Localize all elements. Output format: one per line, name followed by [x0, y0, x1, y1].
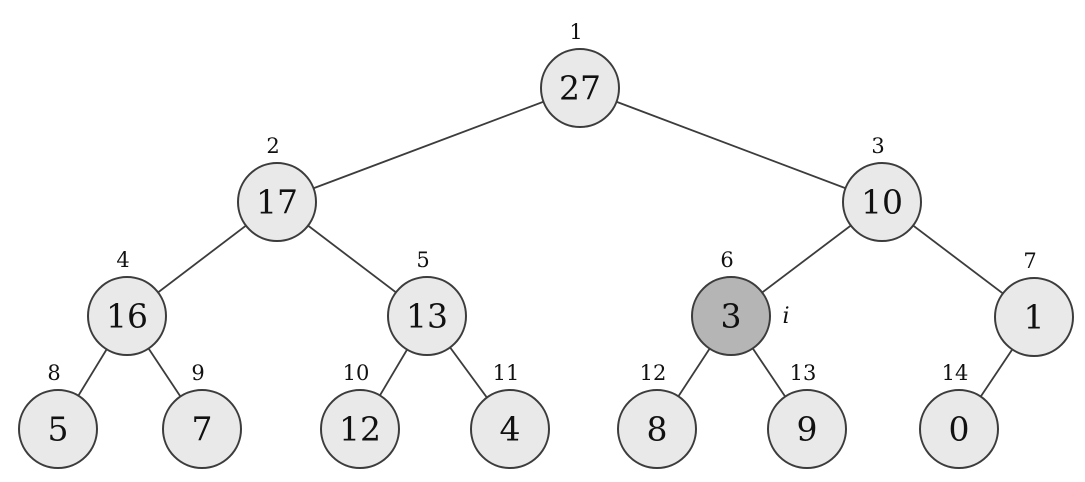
tree-node-14: 0 [919, 389, 999, 469]
tree-node-13-value: 9 [797, 410, 818, 449]
tree-node-7-value: 1 [1024, 298, 1045, 337]
tree-node-2-circle [237, 162, 317, 242]
node-pointer-i-label: i [782, 304, 789, 329]
tree-node-9-index-label: 9 [191, 361, 204, 385]
tree-node-10-index-label: 10 [343, 361, 370, 385]
tree-node-12-index-label: 12 [640, 361, 667, 385]
tree-node-1-index-label: 1 [569, 20, 582, 44]
tree-node-6-circle [691, 276, 771, 356]
tree-node-3-index-label: 3 [871, 134, 884, 158]
tree-node-12-value: 8 [647, 410, 668, 449]
tree-node-4-value: 16 [106, 297, 148, 336]
tree-node-2-index-label: 2 [266, 134, 279, 158]
tree-node-5-value: 13 [406, 297, 448, 336]
tree-node-8: 5 [18, 389, 98, 469]
tree-node-2: 17 [237, 162, 317, 242]
tree-node-8-value: 5 [48, 410, 69, 449]
tree-node-5: 13 [387, 276, 467, 356]
tree-node-8-circle [18, 389, 98, 469]
tree-node-3-value: 10 [861, 183, 903, 222]
tree-node-10-circle [320, 389, 400, 469]
tree-node-8-index-label: 8 [47, 361, 60, 385]
tree-node-6-index-label: 6 [720, 248, 733, 272]
tree-node-5-index-label: 5 [416, 248, 429, 272]
tree-node-9-value: 7 [192, 410, 213, 449]
tree-node-12: 8 [617, 389, 697, 469]
tree-node-13-index-label: 13 [790, 361, 817, 385]
tree-node-3-circle [842, 162, 922, 242]
tree-node-7-circle [994, 277, 1074, 357]
tree-node-11-index-label: 11 [493, 361, 520, 385]
tree-node-11-circle [470, 389, 550, 469]
tree-node-14-circle [919, 389, 999, 469]
tree-node-6-value: 3 [721, 297, 742, 336]
tree-node-4-circle [87, 276, 167, 356]
tree-node-11: 4 [470, 389, 550, 469]
tree-node-6: 3 [691, 276, 771, 356]
tree-node-7: 1 [994, 277, 1074, 357]
tree-node-1-circle [540, 48, 620, 128]
tree-node-5-circle [387, 276, 467, 356]
tree-node-13-circle [767, 389, 847, 469]
tree-node-4-index-label: 4 [116, 248, 129, 272]
tree-node-14-value: 0 [949, 410, 970, 449]
tree-node-9: 7 [162, 389, 242, 469]
tree-edge-1-2 [276, 87, 581, 203]
tree-node-3: 10 [842, 162, 922, 242]
tree-node-2-value: 17 [256, 183, 298, 222]
tree-edge-1-3 [579, 87, 883, 203]
tree-node-4: 16 [87, 276, 167, 356]
tree-node-11-value: 4 [500, 410, 521, 449]
tree-node-10: 12 [320, 389, 400, 469]
tree-node-9-circle [162, 389, 242, 469]
tree-node-10-value: 12 [339, 410, 381, 449]
tree-node-7-index-label: 7 [1023, 249, 1036, 273]
tree-node-1: 27 [540, 48, 620, 128]
tree-node-1-value: 27 [559, 69, 601, 108]
tree-node-12-circle [617, 389, 697, 469]
tree-node-13: 9 [767, 389, 847, 469]
tree-node-14-index-label: 14 [942, 361, 969, 385]
